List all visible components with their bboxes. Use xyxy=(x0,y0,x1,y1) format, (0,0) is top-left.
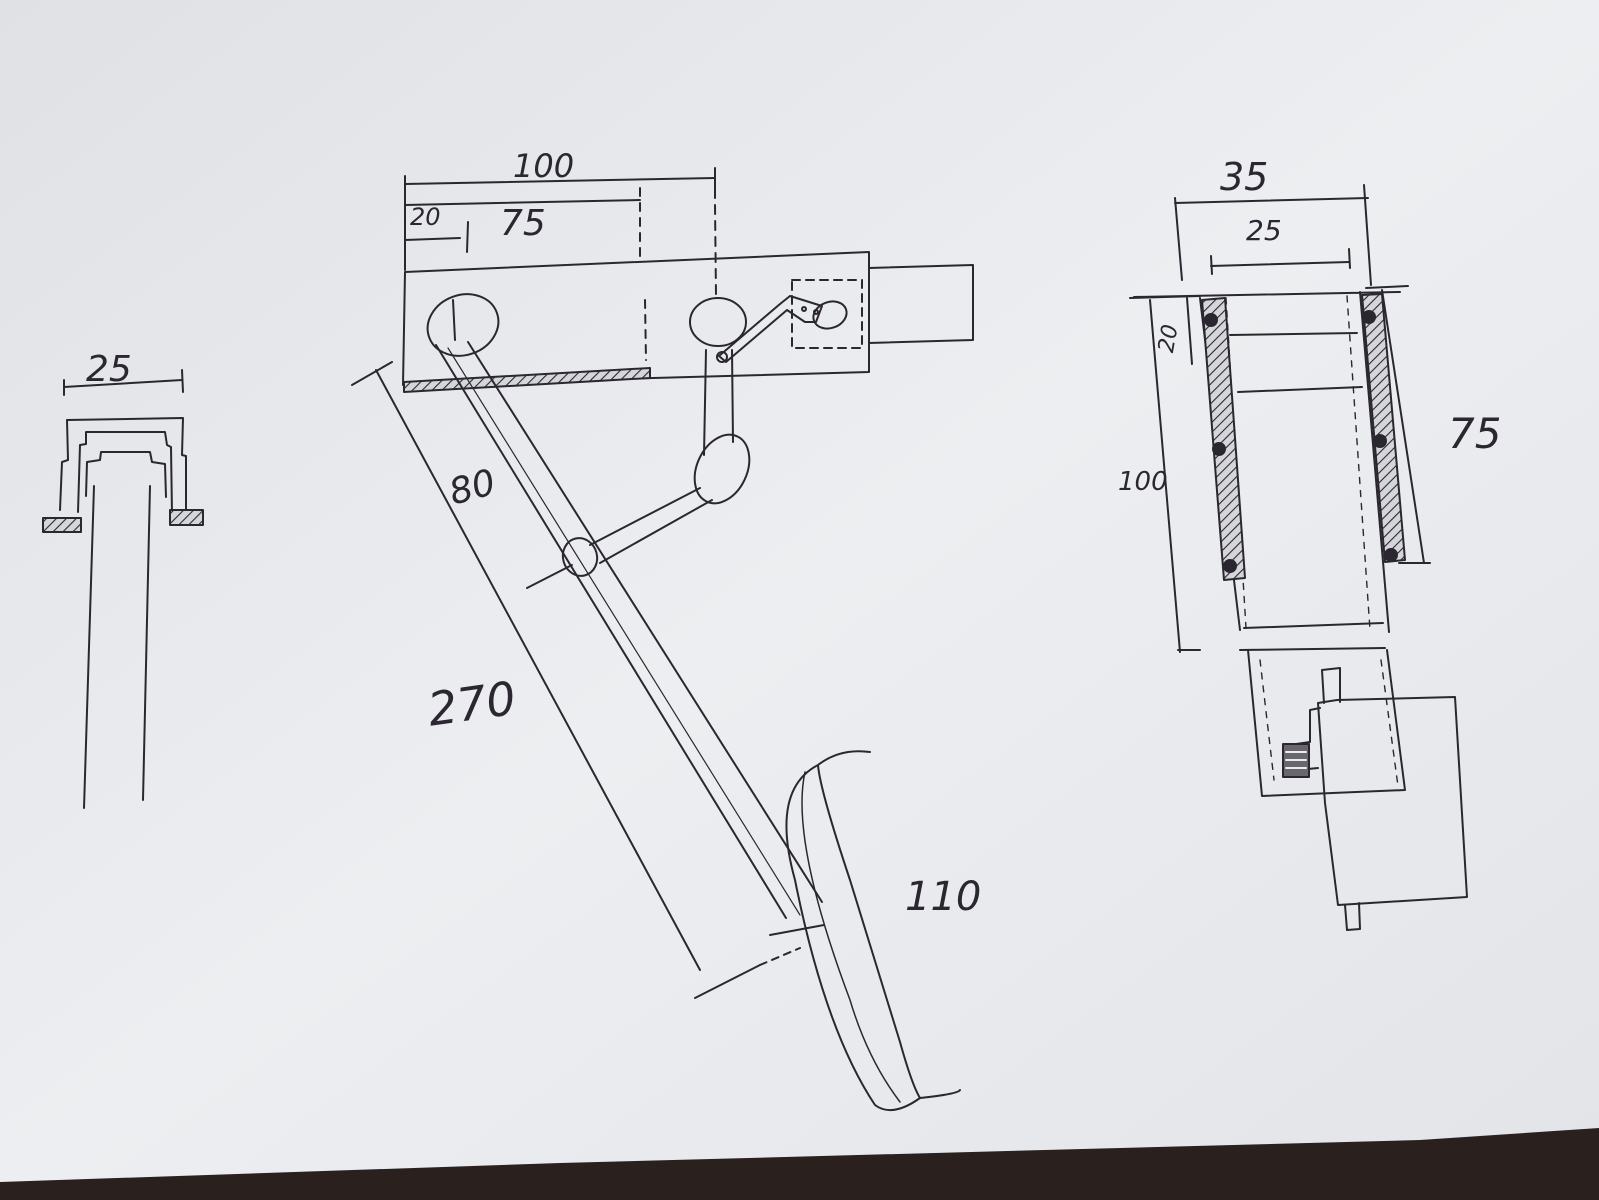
channel-insert-profile xyxy=(85,451,167,498)
screw xyxy=(1373,434,1387,448)
motor-body xyxy=(1317,696,1468,906)
screw xyxy=(1212,442,1226,456)
left-dimension-line xyxy=(63,379,183,388)
protruding-bar xyxy=(868,264,974,344)
right-hatched-strip xyxy=(1361,293,1406,563)
slot-label: 75 xyxy=(1448,409,1501,458)
inner-offset-label: 20 xyxy=(410,203,441,231)
dim-20-line xyxy=(404,237,461,241)
channel-inner-profile xyxy=(77,431,173,515)
slider-link xyxy=(718,295,823,363)
motor-shaft xyxy=(1321,667,1341,704)
motor-output xyxy=(1344,902,1361,931)
right-section-view xyxy=(1129,184,1468,931)
screw xyxy=(1362,310,1376,324)
arm-joint xyxy=(561,537,599,577)
wheel-label: 110 xyxy=(905,874,981,920)
screw xyxy=(1223,559,1237,573)
dim-25-line xyxy=(1210,261,1350,267)
dim-100-line xyxy=(404,177,716,185)
dim-75-line xyxy=(404,199,641,206)
mounting-plate xyxy=(402,251,870,386)
main-pivot xyxy=(426,293,500,357)
inner-width-label-right: 25 xyxy=(1246,214,1282,247)
left-width-label: 25 xyxy=(86,349,132,390)
channel-outer-profile xyxy=(59,417,187,513)
dim-20-vertical-line xyxy=(1186,297,1193,365)
upper-link-pivot xyxy=(689,297,747,347)
outer-width-label: 35 xyxy=(1220,155,1268,199)
inner-width-label: 75 xyxy=(500,203,546,244)
slider-knob xyxy=(812,300,848,330)
upper-link-arm xyxy=(703,349,734,456)
elbow-joint xyxy=(693,433,751,505)
hatched-rail xyxy=(403,367,651,393)
right-hatched-base xyxy=(169,509,204,526)
dim-35-line xyxy=(1174,197,1369,204)
overall-width-label: 100 xyxy=(513,147,574,185)
left-cross-section-view xyxy=(42,369,204,809)
dim-75-vertical-line xyxy=(1381,289,1425,564)
height-label: 100 xyxy=(1118,467,1168,497)
left-post xyxy=(83,485,151,809)
top-offset-label: 20 xyxy=(1154,323,1183,355)
dim-100-vertical-line xyxy=(1149,299,1181,653)
main-arm xyxy=(435,341,823,919)
lower-link-arm xyxy=(589,487,713,564)
screw xyxy=(1384,548,1398,562)
wheel-pad xyxy=(785,750,961,1112)
left-hatched-base xyxy=(42,517,82,533)
dim-270-line xyxy=(375,369,701,971)
arm-length-label: 270 xyxy=(425,671,519,737)
left-hatched-strip xyxy=(1201,297,1246,581)
screw xyxy=(1204,313,1218,327)
lower-block xyxy=(1247,649,1406,797)
middle-mechanism-view xyxy=(351,167,974,1112)
